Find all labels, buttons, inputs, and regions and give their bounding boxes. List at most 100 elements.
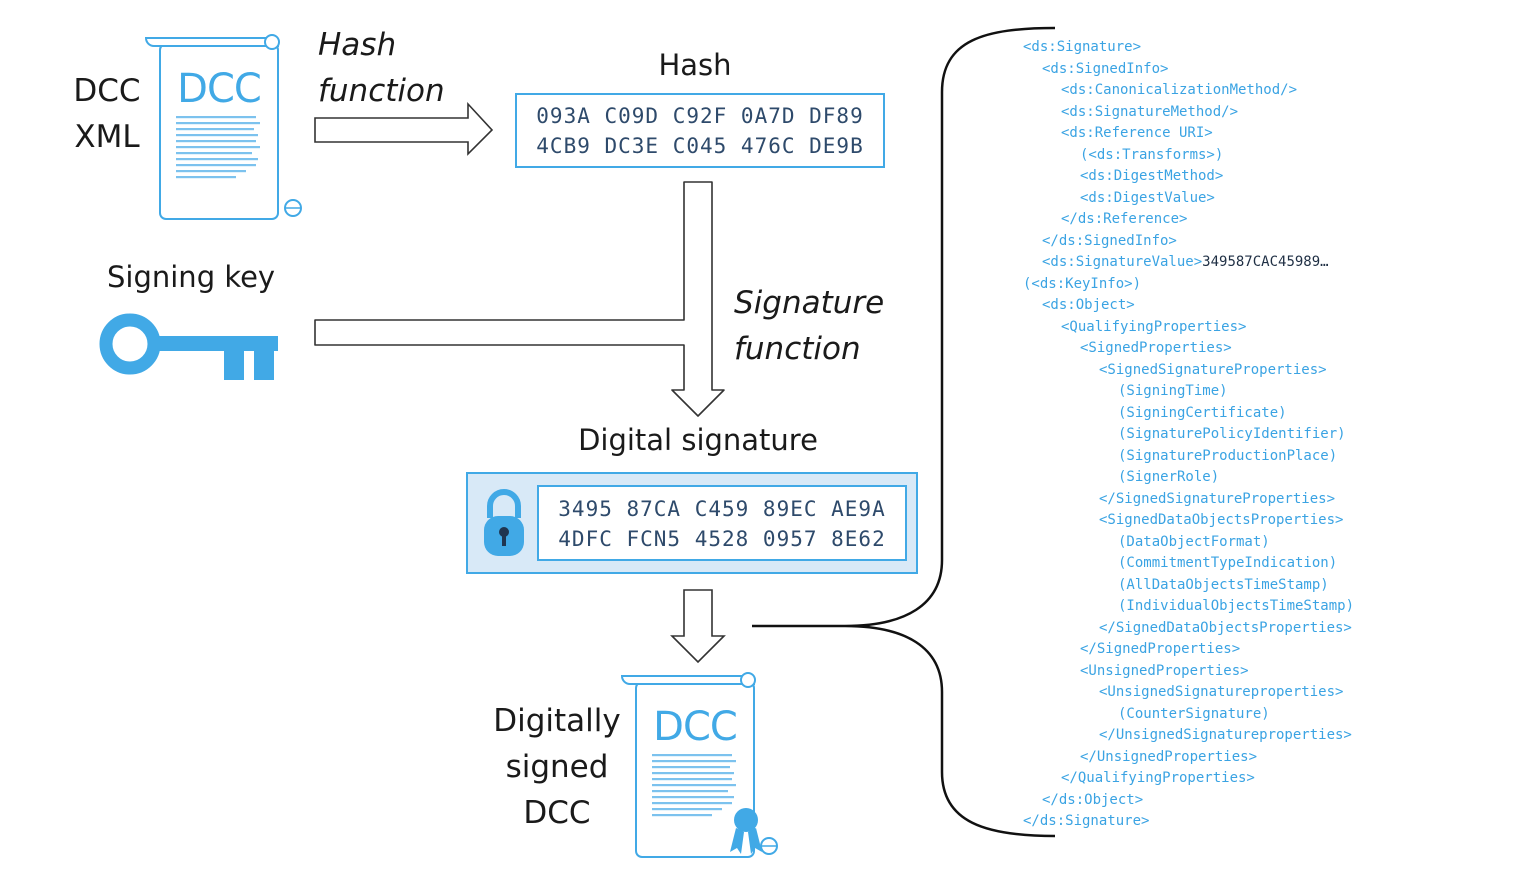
xml-signature-value: 349587CAC45989… — [1202, 254, 1329, 270]
xml-line: (SignatureProductionPlace) — [1023, 446, 1354, 468]
dcc-xml-label-line1: DCC — [73, 73, 141, 109]
signed-dcc-document-icon — [620, 672, 778, 858]
xml-tag: (<ds:Transforms>) — [1080, 146, 1224, 163]
xml-line: <QualifyingProperties> — [1023, 317, 1354, 339]
xml-line: (CounterSignature) — [1023, 704, 1354, 726]
xml-line: </ds:Signature> — [1023, 811, 1354, 833]
xml-line: (SignerRole) — [1023, 467, 1354, 489]
xml-tag: (SignaturePolicyIdentifier) — [1118, 426, 1346, 442]
xml-tag: (SignatureProductionPlace) — [1118, 447, 1338, 464]
xml-line: <UnsignedProperties> — [1023, 661, 1354, 683]
xml-tag: (<ds:KeyInfo>) — [1023, 275, 1142, 292]
signature-function-label: Signature function — [734, 280, 884, 372]
xml-line: (<ds:KeyInfo>) — [1023, 274, 1354, 296]
xml-tag: </SignedDataObjectsProperties> — [1099, 619, 1352, 636]
xml-line: </ds:Object> — [1023, 790, 1354, 812]
xml-tag: </ds:SignedInfo> — [1042, 232, 1177, 249]
xml-tag: (SigningCertificate) — [1118, 404, 1287, 421]
signed-dcc-document-title: DCC — [653, 704, 738, 750]
xml-tag: <ds:SignatureValue> — [1042, 254, 1203, 270]
digital-signature-panel: 3495 87CA C459 89EC AE9A 4DFC FCN5 4528 … — [466, 472, 918, 574]
digitally-signed-label-line2: signed — [505, 749, 609, 785]
xml-line: </SignedDataObjectsProperties> — [1023, 618, 1354, 640]
xml-line: </UnsignedProperties> — [1023, 747, 1354, 769]
key-icon — [99, 313, 278, 380]
digitally-signed-dcc-label: Digitally signed DCC — [482, 698, 632, 836]
hash-function-arrow — [314, 101, 494, 156]
digitally-signed-label-line3: DCC — [523, 795, 591, 831]
xml-line: </ds:SignedInfo> — [1023, 231, 1354, 253]
xml-tag: (SigningTime) — [1118, 383, 1228, 399]
digitally-signed-label-line1: Digitally — [493, 703, 621, 739]
dcc-xml-label: DCC XML — [62, 68, 152, 160]
xml-line: (DataObjectFormat) — [1023, 532, 1354, 554]
xml-tag: <UnsignedSignatureproperties> — [1099, 684, 1344, 700]
signature-function-label-line1: Signature — [734, 285, 885, 321]
xml-tag: </QualifyingProperties> — [1061, 770, 1255, 786]
xml-tag: <ds:DigestValue> — [1080, 189, 1215, 206]
xml-tag: <SignedDataObjectsProperties> — [1099, 512, 1344, 528]
xml-line: <ds:SignatureMethod/> — [1023, 102, 1354, 124]
xml-line: <ds:DigestValue> — [1023, 188, 1354, 210]
xml-signature-listing: <ds:Signature> <ds:SignedInfo> <ds:Canonic… — [1023, 37, 1354, 833]
xml-tag: <ds:SignatureMethod/> — [1061, 103, 1239, 120]
hash-value-box: 093A C09D C92F 0A7D DF89 4CB9 DC3E C045 … — [515, 93, 885, 168]
signing-key-label: Signing key — [107, 260, 276, 294]
xml-line: </ds:Reference> — [1023, 209, 1354, 231]
xml-tag: </SignedProperties> — [1080, 641, 1241, 657]
xml-line: (AllDataObjectsTimeStamp) — [1023, 575, 1354, 597]
xml-tag: <ds:Signature> — [1023, 39, 1142, 55]
padlock-icon — [484, 489, 524, 556]
signature-function-arrow — [314, 181, 725, 417]
xml-line: <ds:CanonicalizationMethod/> — [1023, 80, 1354, 102]
xml-tag: (IndividualObjectsTimeStamp) — [1118, 598, 1355, 614]
xml-line: <UnsignedSignatureproperties> — [1023, 682, 1354, 704]
xml-tag: </UnsignedSignatureproperties> — [1099, 727, 1352, 743]
xml-tag: <ds:Reference URI> — [1061, 125, 1213, 141]
xml-tag: <ds:DigestMethod> — [1080, 168, 1224, 184]
xml-tag: <SignedProperties> — [1080, 340, 1232, 356]
xml-line: (SigningTime) — [1023, 381, 1354, 403]
xml-tag: <ds:SignedInfo> — [1042, 60, 1169, 77]
dcc-xml-document-title: DCC — [177, 66, 262, 112]
xml-line: <SignedSignatureProperties> — [1023, 360, 1354, 382]
signature-value-box: 3495 87CA C459 89EC AE9A 4DFC FCN5 4528 … — [537, 485, 907, 561]
xml-tag: <SignedSignatureProperties> — [1099, 361, 1327, 378]
signature-value-line1: 3495 87CA C459 89EC AE9A — [558, 497, 886, 521]
hash-function-label-line2: function — [318, 73, 445, 109]
xml-line: (IndividualObjectsTimeStamp) — [1023, 596, 1354, 618]
signature-value-line2: 4DFC FCN5 4528 0957 8E62 — [558, 527, 886, 551]
digital-signature-title: Digital signature — [578, 423, 818, 457]
xml-line: <SignedDataObjectsProperties> — [1023, 510, 1354, 532]
xml-line: <SignedProperties> — [1023, 338, 1354, 360]
xml-tag: (CounterSignature) — [1118, 705, 1270, 722]
xml-line: </UnsignedSignatureproperties> — [1023, 725, 1354, 747]
xml-line: (SignaturePolicyIdentifier) — [1023, 424, 1354, 446]
xml-line: (CommitmentTypeIndication) — [1023, 553, 1354, 575]
xml-tag: <QualifyingProperties> — [1061, 318, 1247, 335]
xml-tag: </ds:Reference> — [1061, 211, 1188, 227]
xml-tag: </UnsignedProperties> — [1080, 748, 1258, 765]
xml-tag: (AllDataObjectsTimeStamp) — [1118, 576, 1329, 593]
hash-function-label: Hash function — [318, 22, 445, 114]
hash-function-label-line1: Hash — [318, 27, 397, 63]
xml-line: <ds:DigestMethod> — [1023, 166, 1354, 188]
hash-title: Hash — [658, 48, 732, 82]
xml-tag: (CommitmentTypeIndication) — [1118, 555, 1338, 571]
xml-line: </QualifyingProperties> — [1023, 768, 1354, 790]
xml-line: <ds:SignatureValue>349587CAC45989… — [1023, 252, 1354, 274]
dcc-xml-label-line2: XML — [74, 119, 140, 155]
xml-line: </SignedProperties> — [1023, 639, 1354, 661]
xml-tag: <UnsignedProperties> — [1080, 662, 1249, 679]
xml-line: <ds:Reference URI> — [1023, 123, 1354, 145]
xml-line: <ds:Signature> — [1023, 37, 1354, 59]
xml-line: </SignedSignatureProperties> — [1023, 489, 1354, 511]
xml-tag: <ds:CanonicalizationMethod/> — [1061, 82, 1298, 98]
xml-tag: </SignedSignatureProperties> — [1099, 490, 1336, 507]
hash-value-line1: 093A C09D C92F 0A7D DF89 — [536, 104, 864, 128]
xml-tag: </ds:Signature> — [1023, 813, 1150, 829]
xml-tag: </ds:Object> — [1042, 791, 1144, 808]
xml-tag: <ds:Object> — [1042, 297, 1135, 313]
xml-tag: (SignerRole) — [1118, 469, 1220, 485]
